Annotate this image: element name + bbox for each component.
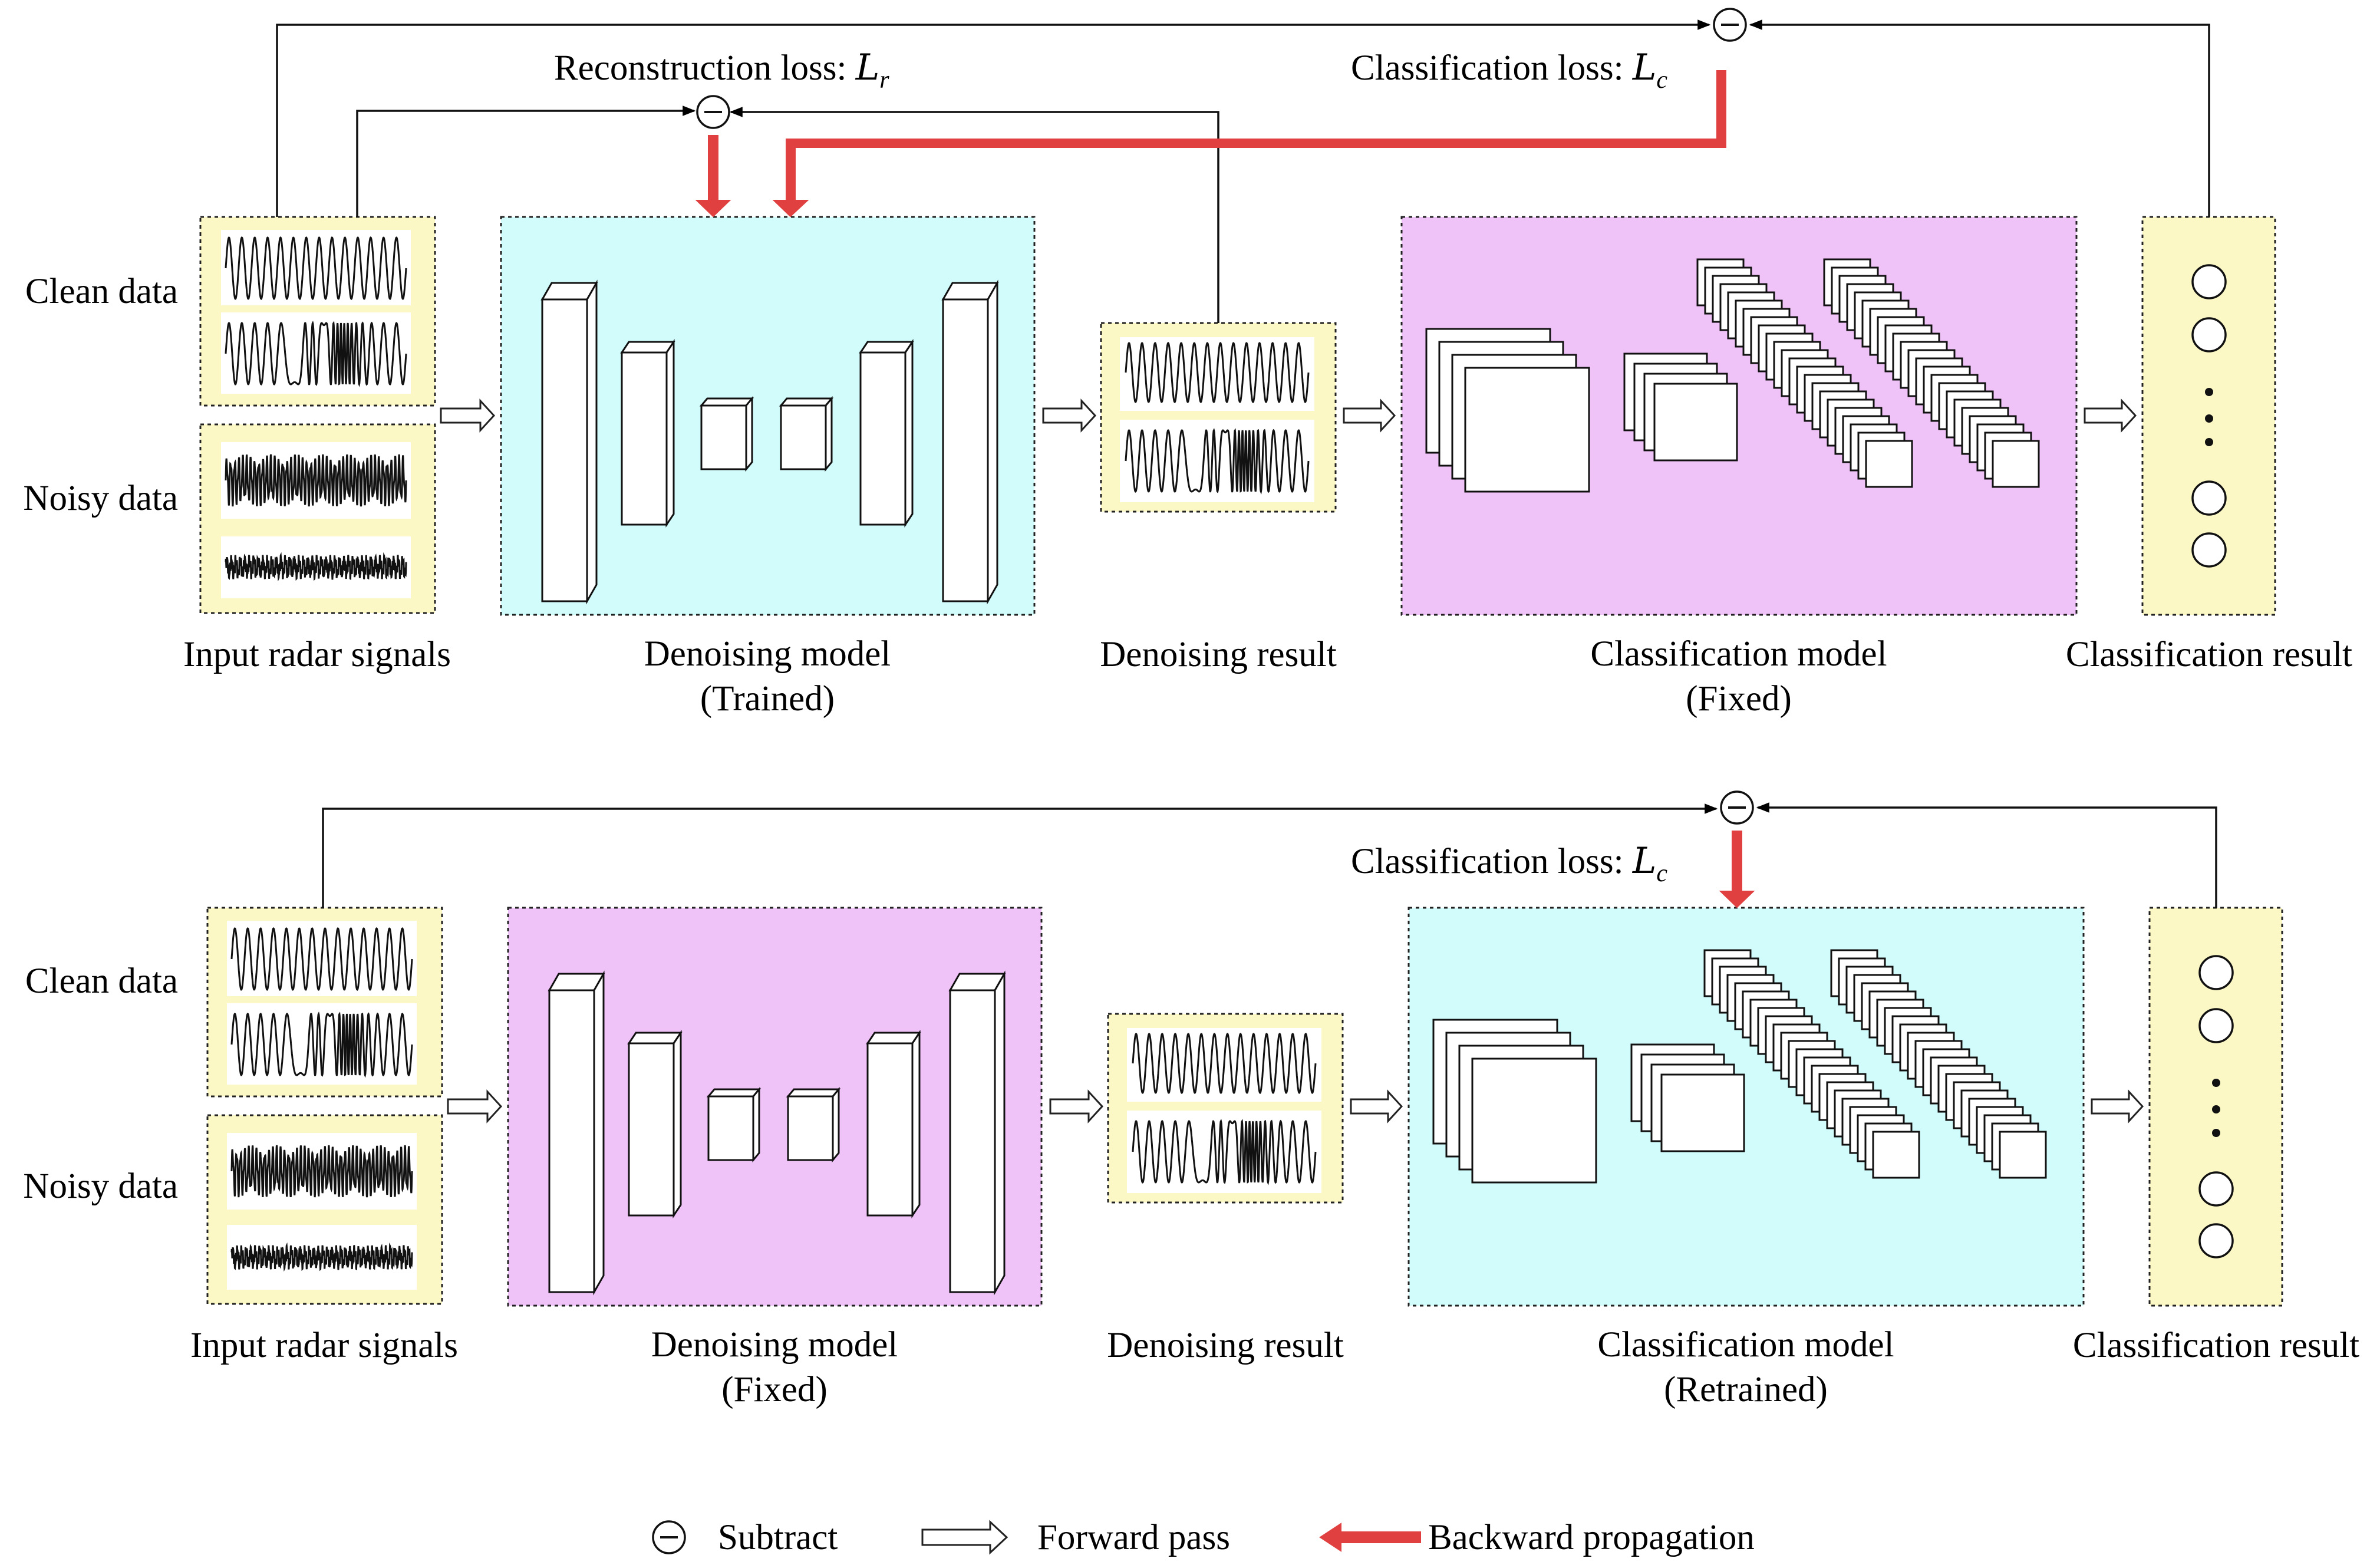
noisy-signal-dense: [230, 1145, 413, 1198]
backward-arrow-icon: [1319, 1523, 1421, 1552]
forward-arrow: [2091, 1089, 2144, 1123]
feature-map: [1872, 1131, 1920, 1179]
layer-block: [620, 339, 675, 528]
result-to-class-line: [1756, 802, 2217, 908]
noisy-data-label: Noisy data: [23, 1167, 178, 1206]
classification-loss-label: Classification loss: Lc: [1351, 840, 1667, 887]
layer-block: [948, 970, 1006, 1296]
layer-block: [786, 1086, 841, 1163]
forward-arrow: [440, 398, 496, 433]
classification-result-label: Classification result: [2072, 1326, 2360, 1365]
denoising-model-state: (Fixed): [721, 1370, 828, 1410]
output-node: [2198, 955, 2234, 990]
denoising-result-label: Denoising result: [1107, 1326, 1344, 1365]
denoised-signal-wave: [1132, 1033, 1317, 1094]
ellipsis-dot: [2212, 1079, 2220, 1087]
classification-cnn-blocks: [1432, 949, 2047, 1184]
layer-block: [779, 396, 834, 472]
ellipsis-dot: [2205, 414, 2213, 423]
denoising-unet-blocks: [540, 279, 999, 605]
clean-signal-chirp: [225, 321, 407, 387]
legend: [652, 1520, 1421, 1555]
feature-map: [1999, 1131, 2047, 1179]
ellipsis-dot: [2205, 438, 2213, 446]
feature-map: [1464, 367, 1590, 493]
classification-cnn-blocks: [1425, 258, 2040, 493]
layer-block: [706, 1086, 762, 1163]
noisy-data-label: Noisy data: [23, 479, 178, 518]
legend-subtract-label: Subtract: [718, 1518, 838, 1557]
backward-arrow-class: [772, 70, 1726, 218]
layer-block: [859, 339, 914, 528]
result-to-recon-line: [729, 107, 1219, 323]
forward-arrow: [1343, 398, 1396, 433]
forward-arrow: [447, 1089, 503, 1123]
denoising-model-label: Denoising model(Trained): [644, 632, 891, 722]
input-signals-label: Input radar signals: [183, 635, 451, 674]
feature-map: [1865, 440, 1913, 488]
forward-pass-icon: [921, 1520, 1008, 1555]
feature-map: [1992, 440, 2040, 488]
denoising-unet-blocks: [548, 970, 1006, 1296]
forward-arrow: [1350, 1089, 1403, 1123]
output-node: [2198, 1008, 2234, 1043]
top-panel: [199, 8, 2276, 616]
backward-arrow-class: [1719, 831, 1755, 908]
result-to-class-line: [1749, 19, 2210, 217]
output-node: [2191, 264, 2227, 299]
layer-block: [699, 396, 754, 472]
classification-model-state: (Fixed): [1686, 679, 1792, 719]
layer-block: [941, 279, 999, 605]
noisy-signal-flat: [225, 552, 407, 582]
clean-signal-wave: [230, 927, 413, 991]
bottom-panel: [206, 790, 2283, 1307]
ellipsis-dot: [2212, 1105, 2220, 1113]
ellipsis-dot: [2212, 1129, 2220, 1137]
clean-data-label: Clean data: [25, 272, 178, 311]
denoising-model-state: (Trained): [700, 679, 835, 719]
output-node: [2191, 532, 2227, 568]
feature-map: [1660, 1073, 1745, 1152]
layer-block: [866, 1030, 921, 1218]
input-signals-label: Input radar signals: [190, 1326, 458, 1365]
layer-block: [540, 279, 598, 605]
classification-model-label: Classification model(Fixed): [1590, 632, 1887, 722]
feature-map: [1471, 1057, 1597, 1184]
forward-arrow: [1042, 398, 1097, 433]
legend-forward-label: Forward pass: [1037, 1518, 1230, 1557]
legend-backward-label: Backward propagation: [1428, 1518, 1755, 1557]
denoised-signal-wave: [1125, 342, 1310, 403]
denoising-result-label: Denoising result: [1100, 635, 1337, 674]
output-node: [2191, 480, 2227, 516]
clean-data-label: Clean data: [25, 961, 178, 1001]
classification-loss-label: Classification loss: Lc: [1351, 47, 1667, 94]
classification-model-state: (Retrained): [1664, 1370, 1828, 1410]
clean-signal-chirp: [230, 1012, 413, 1078]
forward-arrow: [1049, 1089, 1104, 1123]
layer-block: [627, 1030, 683, 1218]
feature-map: [1653, 383, 1738, 462]
reconstruction-loss-label: Reconstruction loss: Lr: [554, 47, 889, 94]
denoised-signal-chirp: [1125, 428, 1310, 495]
clean-to-class-line: [276, 19, 1711, 217]
ellipsis-dot: [2205, 388, 2213, 396]
denoised-signal-chirp: [1132, 1119, 1317, 1186]
layer-block: [548, 970, 605, 1296]
classification-model-label: Classification model(Retrained): [1597, 1323, 1894, 1413]
clean-to-recon-line: [356, 106, 696, 217]
output-node: [2191, 317, 2227, 352]
output-node: [2198, 1223, 2234, 1258]
classification-result-label: Classification result: [2065, 635, 2353, 674]
denoising-model-label: Denoising model(Fixed): [651, 1323, 898, 1413]
clean-to-class-line: [322, 803, 1718, 908]
forward-arrow: [2084, 398, 2137, 433]
backward-arrow-recon: [695, 135, 731, 218]
noisy-signal-flat: [230, 1242, 413, 1272]
noisy-signal-dense: [225, 454, 407, 507]
output-node: [2198, 1171, 2234, 1207]
clean-signal-wave: [225, 236, 407, 300]
